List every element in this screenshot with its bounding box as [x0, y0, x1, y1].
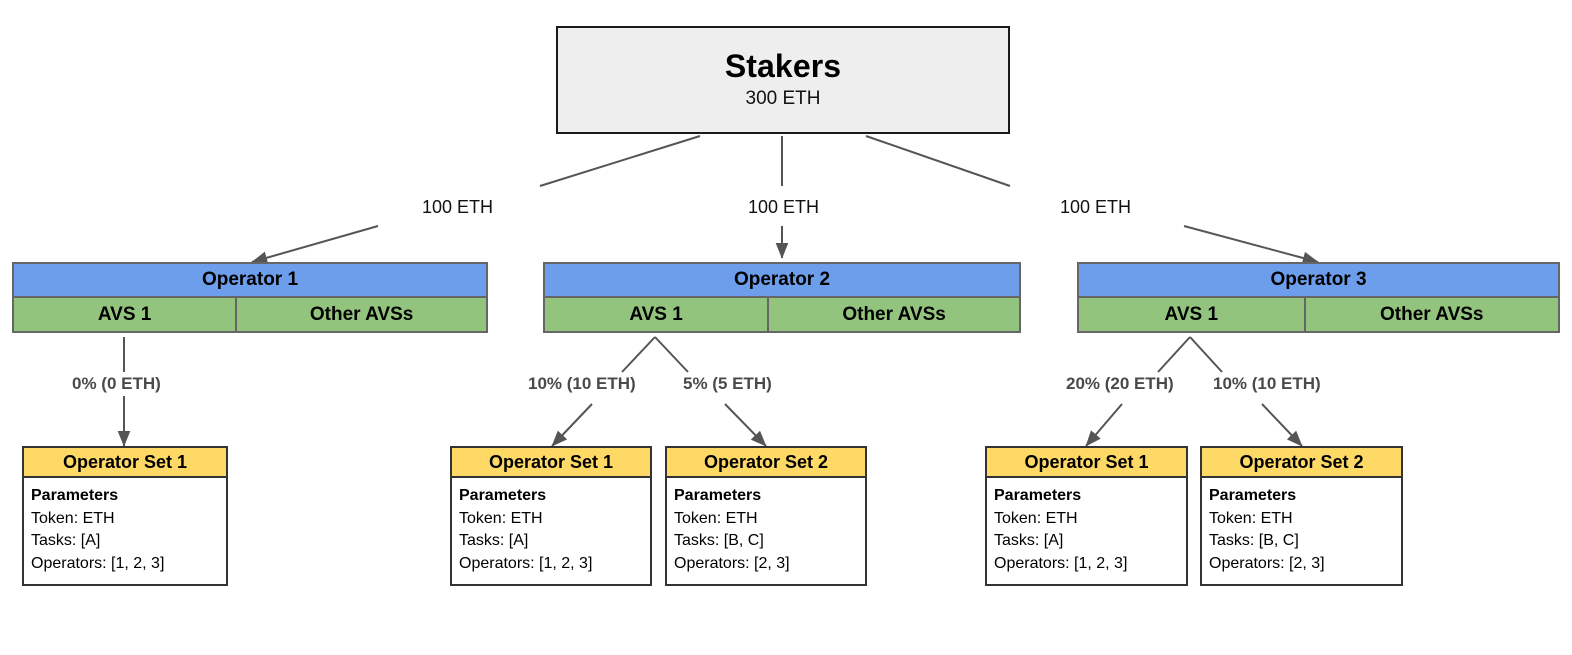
operator-set-node-op1-1[interactable]: Operator Set 1 Parameters Token: ETH Tas… — [22, 446, 228, 586]
operator-2-avs-other[interactable]: Other AVSs — [769, 298, 1019, 331]
operator-set-node-op2-1[interactable]: Operator Set 1 Parameters Token: ETH Tas… — [450, 446, 652, 586]
param-operators: Operators: [2, 3] — [674, 555, 790, 573]
params-heading: Parameters — [1209, 487, 1297, 504]
operator-3-avs-primary[interactable]: AVS 1 — [1079, 298, 1306, 331]
operator-3-avs-row: AVS 1 Other AVSs — [1079, 298, 1558, 331]
params-heading: Parameters — [994, 487, 1082, 504]
allocation-label-op2-set1: 10% (10 ETH) — [524, 374, 640, 394]
operator-1-title: Operator 1 — [14, 264, 486, 298]
param-tasks: Tasks: [B, C] — [674, 532, 764, 550]
stake-edge-label-1: 100 ETH — [418, 197, 498, 218]
operator-node-2[interactable]: Operator 2 AVS 1 Other AVSs — [543, 262, 1021, 333]
param-token: Token: ETH — [1209, 509, 1293, 527]
operator-set-node-op3-2[interactable]: Operator Set 2 Parameters Token: ETH Tas… — [1200, 446, 1403, 586]
operator-set-title: Operator Set 1 — [985, 446, 1188, 478]
stake-edge-label-3: 100 ETH — [1056, 197, 1136, 218]
param-operators: Operators: [1, 2, 3] — [31, 555, 165, 573]
allocation-label-op2-set2: 5% (5 ETH) — [679, 374, 776, 394]
operator-set-title: Operator Set 2 — [1200, 446, 1403, 478]
operator-node-1[interactable]: Operator 1 AVS 1 Other AVSs — [12, 262, 488, 333]
operator-set-title: Operator Set 1 — [22, 446, 228, 478]
param-operators: Operators: [1, 2, 3] — [459, 555, 593, 573]
param-token: Token: ETH — [31, 509, 115, 527]
operator-node-3[interactable]: Operator 3 AVS 1 Other AVSs — [1077, 262, 1560, 333]
operator-set-title: Operator Set 1 — [450, 446, 652, 478]
operator-1-avs-primary[interactable]: AVS 1 — [14, 298, 238, 331]
stakers-title: Stakers — [724, 47, 842, 84]
stake-edge-label-2: 100 ETH — [744, 197, 824, 218]
operator-2-avs-primary[interactable]: AVS 1 — [545, 298, 770, 331]
param-operators: Operators: [1, 2, 3] — [994, 555, 1128, 573]
param-token: Token: ETH — [674, 509, 758, 527]
operator-set-params: Parameters Token: ETH Tasks: [A] Operato… — [450, 478, 652, 586]
operator-1-avs-row: AVS 1 Other AVSs — [14, 298, 486, 331]
params-heading: Parameters — [31, 487, 119, 504]
stakers-amount: 300 ETH — [745, 87, 821, 109]
param-tasks: Tasks: [A] — [994, 532, 1064, 550]
params-heading: Parameters — [459, 487, 547, 504]
param-tasks: Tasks: [A] — [459, 532, 529, 550]
operator-set-title: Operator Set 2 — [665, 446, 867, 478]
params-heading: Parameters — [674, 487, 762, 504]
operator-set-params: Parameters Token: ETH Tasks: [A] Operato… — [985, 478, 1188, 586]
param-tasks: Tasks: [B, C] — [1209, 532, 1299, 550]
allocation-label-op3-set1: 20% (20 ETH) — [1062, 374, 1178, 394]
allocation-label-op1-set1: 0% (0 ETH) — [68, 374, 165, 394]
allocation-label-op3-set2: 10% (10 ETH) — [1209, 374, 1325, 394]
operator-set-params: Parameters Token: ETH Tasks: [A] Operato… — [22, 478, 228, 586]
param-operators: Operators: [2, 3] — [1209, 555, 1325, 573]
operator-set-node-op3-1[interactable]: Operator Set 1 Parameters Token: ETH Tas… — [985, 446, 1188, 586]
operator-3-avs-other[interactable]: Other AVSs — [1305, 298, 1558, 331]
operator-set-params: Parameters Token: ETH Tasks: [B, C] Oper… — [665, 478, 867, 586]
param-token: Token: ETH — [459, 509, 543, 527]
operator-set-params: Parameters Token: ETH Tasks: [B, C] Oper… — [1200, 478, 1403, 586]
stakers-node: Stakers 300 ETH — [556, 26, 1010, 134]
operator-2-avs-row: AVS 1 Other AVSs — [545, 298, 1019, 331]
param-token: Token: ETH — [994, 509, 1078, 527]
operator-set-node-op2-2[interactable]: Operator Set 2 Parameters Token: ETH Tas… — [665, 446, 867, 586]
operator-2-title: Operator 2 — [545, 264, 1019, 298]
operator-1-avs-other[interactable]: Other AVSs — [237, 298, 486, 331]
param-tasks: Tasks: [A] — [31, 532, 101, 550]
operator-3-title: Operator 3 — [1079, 264, 1558, 298]
